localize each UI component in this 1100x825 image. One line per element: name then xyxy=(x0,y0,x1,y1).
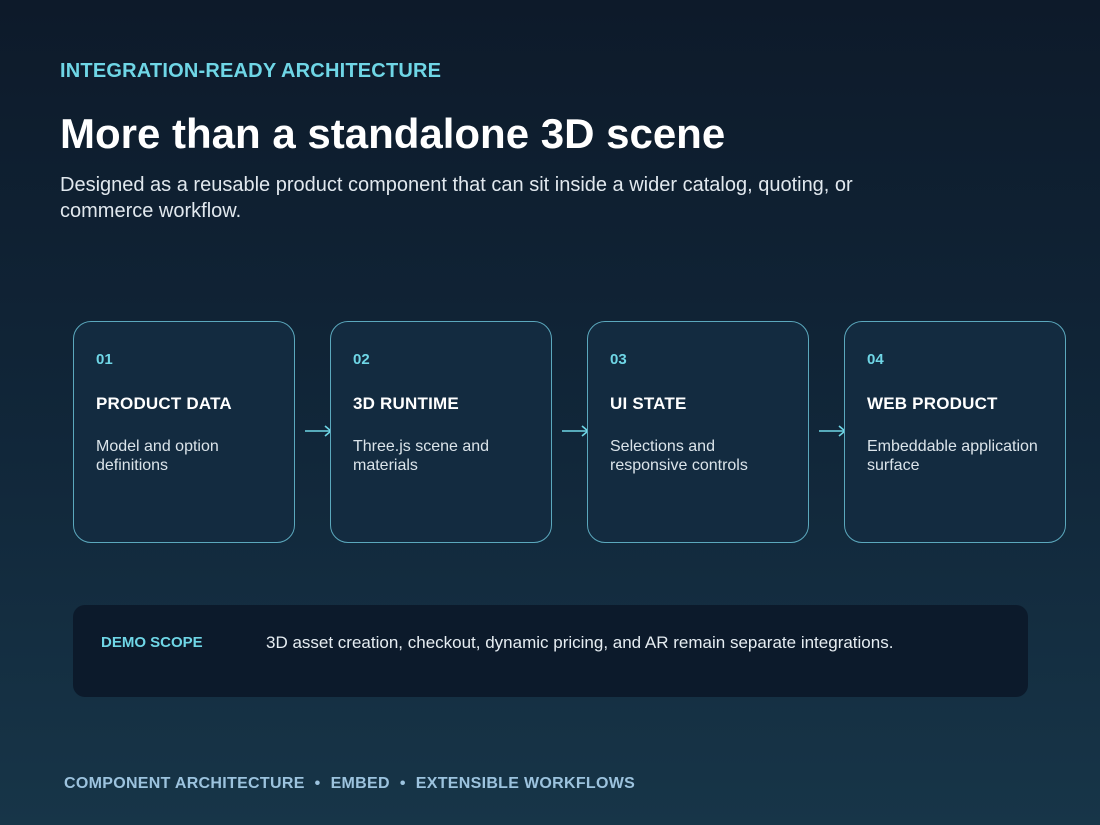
step-heading: 3D RUNTIME xyxy=(353,394,459,413)
step-card-3d-runtime: 02 3D RUNTIME Three.js scene and materia… xyxy=(330,321,552,543)
demo-scope-text: 3D asset creation, checkout, dynamic pri… xyxy=(266,633,894,652)
demo-scope-label: DEMO SCOPE xyxy=(101,634,203,651)
step-card-web-product: 04 WEB PRODUCT Embeddable application su… xyxy=(844,321,1066,543)
demo-scope-panel: DEMO SCOPE 3D asset creation, checkout, … xyxy=(73,605,1028,697)
footer-tag: EMBED xyxy=(330,775,390,792)
step-number: 01 xyxy=(96,351,113,368)
page-title: More than a standalone 3D scene xyxy=(60,110,726,157)
step-description: Model and option definitions xyxy=(96,438,219,474)
page-subtitle: Designed as a reusable product component… xyxy=(60,174,853,222)
step-card-ui-state: 03 UI STATE Selections and responsive co… xyxy=(587,321,809,543)
step-number: 02 xyxy=(353,351,370,368)
step-number: 03 xyxy=(610,351,627,368)
footer-tags: COMPONENT ARCHITECTURE • EMBED • EXTENSI… xyxy=(64,775,635,793)
footer-tag: COMPONENT ARCHITECTURE xyxy=(64,775,305,792)
step-card-product-data: 01 PRODUCT DATA Model and option definit… xyxy=(73,321,295,543)
step-heading: UI STATE xyxy=(610,394,687,413)
step-number: 04 xyxy=(867,351,884,368)
step-description: Selections and responsive controls xyxy=(610,438,748,474)
step-description: Embeddable application surface xyxy=(867,438,1038,474)
footer-separator: • xyxy=(314,775,321,792)
step-description: Three.js scene and materials xyxy=(353,438,490,474)
eyebrow: INTEGRATION-READY ARCHITECTURE xyxy=(60,60,442,82)
footer-tag: EXTENSIBLE WORKFLOWS xyxy=(415,775,636,792)
step-heading: PRODUCT DATA xyxy=(96,394,232,413)
step-heading: WEB PRODUCT xyxy=(867,394,998,413)
footer-separator: • xyxy=(399,775,406,792)
